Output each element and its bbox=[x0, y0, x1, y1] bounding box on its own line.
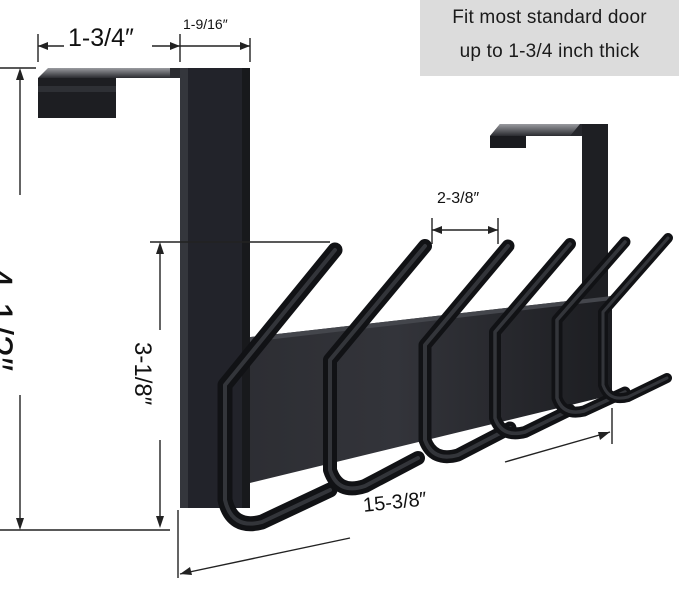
info-box: Fit most standard door up to 1-3/4 inch … bbox=[420, 0, 679, 76]
dimension-lines bbox=[0, 34, 613, 578]
door-thickness-label: 1-3/4″ bbox=[68, 24, 134, 52]
hook-1 bbox=[217, 242, 343, 532]
hook-4 bbox=[489, 238, 576, 440]
hook-6 bbox=[598, 233, 673, 404]
bracket-width-label: 1-9/16″ bbox=[183, 16, 228, 32]
hook-rail bbox=[180, 296, 612, 500]
hook-height-label: 3-1/8″ bbox=[129, 342, 156, 406]
left-door-bracket bbox=[38, 68, 250, 508]
hook-3 bbox=[418, 239, 517, 464]
total-height-label: 4-1/2″ bbox=[0, 266, 20, 372]
info-line-1: Fit most standard door bbox=[452, 7, 647, 28]
info-line-2: up to 1-3/4 inch thick bbox=[459, 41, 640, 62]
hook-spacing-label: 2-3/8″ bbox=[437, 190, 480, 207]
hook-2 bbox=[323, 239, 432, 496]
hook-5 bbox=[551, 236, 631, 418]
hooks bbox=[217, 233, 673, 532]
